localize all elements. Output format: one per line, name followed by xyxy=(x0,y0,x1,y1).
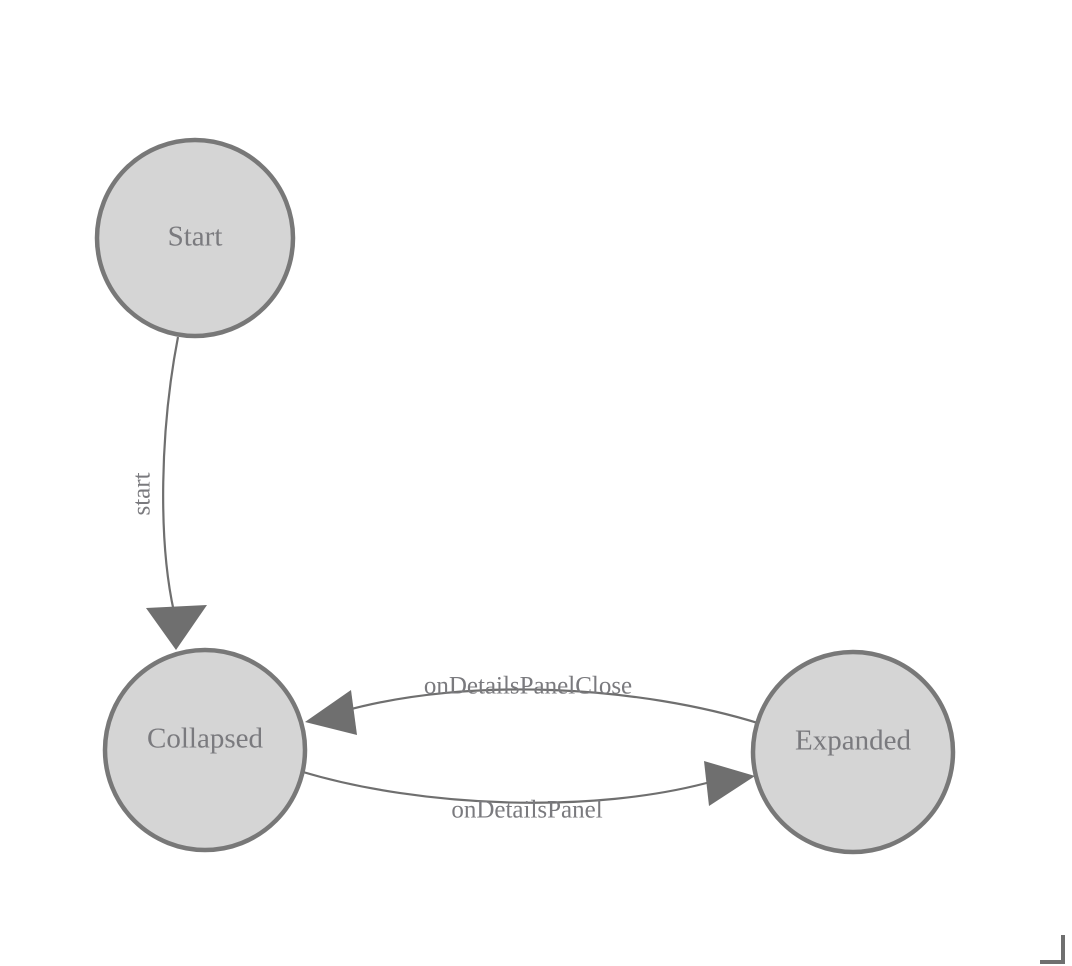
edge-line-expanded-to-collapsed xyxy=(343,688,762,726)
edge-label-start: start xyxy=(129,472,156,515)
arrowhead-collapsed-to-expanded xyxy=(704,761,755,806)
state-node-start-label: Start xyxy=(168,221,223,253)
state-node-start[interactable]: Start xyxy=(94,137,296,339)
edge-label-on-details-panel: onDetailsPanel xyxy=(451,797,602,824)
state-node-start-circle xyxy=(94,137,296,339)
edge-collapsed-to-expanded[interactable]: onDetailsPanel xyxy=(302,761,755,824)
state-node-collapsed-label: Collapsed xyxy=(147,723,263,755)
arrowhead-expanded-to-collapsed xyxy=(305,690,357,735)
edge-label-on-details-panel-close: onDetailsPanelClose xyxy=(424,673,632,700)
edge-expanded-to-collapsed[interactable]: onDetailsPanelClose xyxy=(305,673,762,735)
state-node-collapsed-circle xyxy=(102,647,308,853)
edge-line-collapsed-to-expanded xyxy=(302,770,715,804)
edge-start-to-collapsed[interactable]: start xyxy=(129,336,207,650)
state-node-expanded-label: Expanded xyxy=(795,725,911,757)
state-node-expanded-circle xyxy=(750,649,956,855)
state-node-collapsed[interactable]: Collapsed xyxy=(102,647,308,853)
edge-line-start-to-collapsed xyxy=(162,336,180,613)
state-node-expanded[interactable]: Expanded xyxy=(750,649,956,855)
arrowhead-start-to-collapsed xyxy=(146,605,207,650)
resize-corner-handle-icon[interactable] xyxy=(1040,935,1065,964)
